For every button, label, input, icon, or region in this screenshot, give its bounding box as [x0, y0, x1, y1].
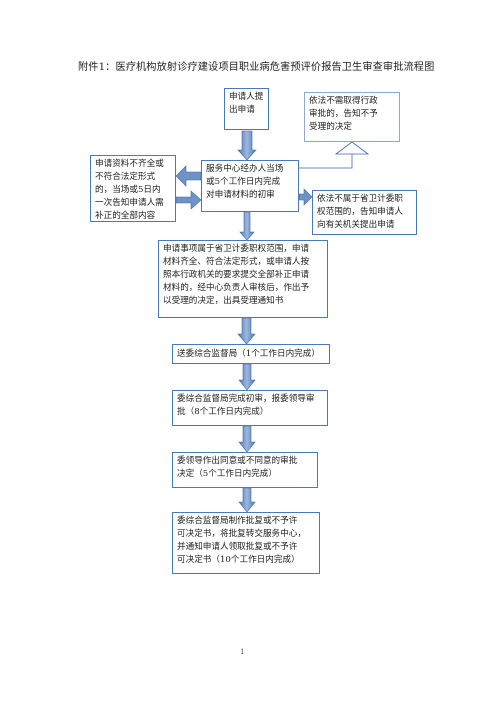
supervise-line: 委综合监督局完成初审，报委领导审: [177, 394, 315, 404]
apply-line: 出申请: [229, 105, 255, 115]
not-needed-line: 依法不需取得行政: [309, 96, 378, 106]
issue-line: 可决定书（10个工作日内完成）: [177, 555, 300, 565]
issue-line: 可决定书，将批复转交服务中心，: [177, 529, 306, 539]
arrow-send-to-supervise: [238, 363, 256, 391]
arrow-review-to-out-of-scope: [298, 188, 313, 206]
not-needed-line: 受理的决定: [309, 122, 352, 132]
accept-line: 材料齐全、符合法定形式，或申请人按: [163, 257, 310, 267]
page-title: 附件1：医疗机构放射诊疗建设项目职业病危害预评价报告卫生审查审批流程图: [78, 62, 435, 73]
arrow-review-to-accept: [239, 211, 255, 241]
supervise-line: 批（8个工作日内完成）: [177, 407, 269, 417]
arrow-review-to-incomplete: [175, 165, 202, 187]
not-needed-line: 审批的，告知不予: [309, 109, 378, 119]
page-number: 1: [240, 648, 245, 656]
incomplete-line: 申请资料不齐全或: [95, 159, 164, 169]
issue-decision-box: 委综合监督局制作批复或不予许 可决定书，将批复转交服务中心， 并通知申请人领取批…: [172, 512, 320, 574]
arrow-leader-to-issue: [238, 487, 256, 513]
arrow-apply-to-review: [237, 130, 257, 161]
send-to-supervision-box: 送委综合监督局（1个工作日内完成）: [172, 344, 330, 364]
issue-line: 委综合监督局制作批复或不予许: [177, 516, 298, 526]
out-of-scope-line: 向有关机关提出申请: [317, 220, 395, 230]
accept-box: 申请事项属于省卫计委职权范围，申请 材料齐全、符合法定形式，或申请人按 照本行政…: [158, 240, 328, 318]
apply-line: 申请人提: [229, 92, 264, 102]
arrow-review-to-not-needed: [299, 141, 370, 169]
initial-review-box: 服务中心经办人当场 或5个工作日内完成 对申请材料的初审: [201, 160, 299, 212]
leader-line: 委领导作出同意或不同意的审批: [177, 456, 298, 466]
supervision-review-box: 委综合监督局完成初审，报委领导审 批（8个工作日内完成）: [172, 390, 328, 426]
not-needed-box: 依法不需取得行政 审批的，告知不予 受理的决定: [304, 92, 400, 142]
accept-line: 照本行政机关的要求提交全部补正申请: [163, 270, 310, 280]
issue-line: 并通知申请人领取批复或不予许: [177, 542, 298, 552]
initial-review-line: 对申请材料的初审: [206, 190, 275, 200]
incomplete-materials-box: 申请资料不齐全或 不符合法定形式 的，当场或5日内 一次告知申请人需 补正的全部…: [90, 155, 176, 222]
initial-review-line: 服务中心经办人当场: [206, 164, 284, 174]
arrow-accept-to-send: [237, 317, 256, 345]
apply-box: 申请人提 出申请: [224, 88, 269, 130]
send-line: 送委综合监督局（1个工作日内完成）: [177, 349, 320, 359]
accept-line: 材料的，经中心负责人审核后，作出予: [163, 283, 310, 293]
incomplete-line: 的，当场或5日内: [95, 185, 161, 195]
arrow-supervise-to-leader: [238, 425, 256, 453]
incomplete-line: 不符合法定形式: [95, 172, 156, 182]
initial-review-line: 或5个工作日内完成: [206, 177, 281, 187]
incomplete-line: 补正的全部内容: [95, 211, 156, 221]
accept-line: 申请事项属于省卫计委职权范围，申请: [163, 244, 310, 254]
leader-decision-box: 委领导作出同意或不同意的审批 决定（5个工作日内完成）: [172, 452, 318, 488]
out-of-scope-line: 权范围的，告知申请人: [317, 207, 403, 217]
arrow-incomplete-to-review: [175, 190, 202, 210]
accept-line: 以受理的决定，出具受理通知书: [163, 296, 284, 306]
leader-line: 决定（5个工作日内完成）: [177, 469, 277, 479]
out-of-scope-box: 依法不属于省卫计委职 权范围的，告知申请人 向有关机关提出申请: [312, 190, 417, 235]
incomplete-line: 一次告知申请人需: [95, 198, 164, 208]
out-of-scope-line: 依法不属于省卫计委职: [317, 194, 403, 204]
